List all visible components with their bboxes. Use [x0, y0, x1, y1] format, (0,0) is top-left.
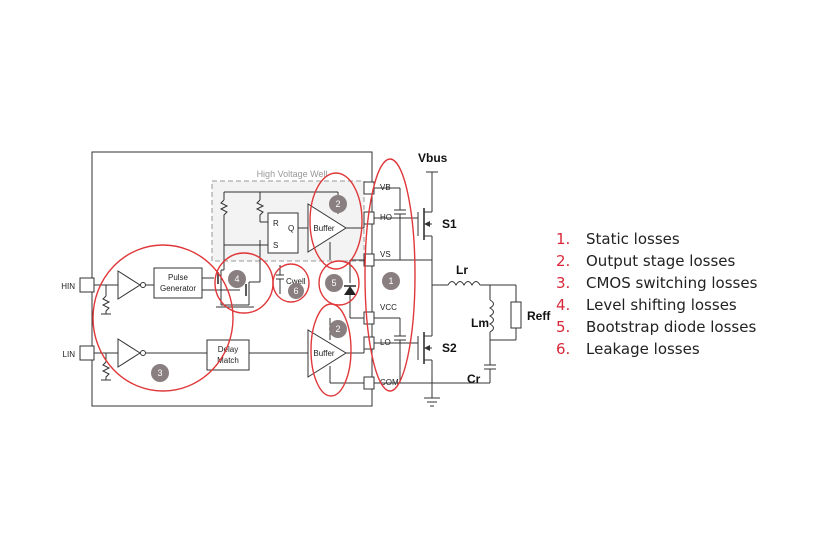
legend-text: Output stage losses [586, 252, 736, 270]
legend-text: Static losses [586, 230, 680, 248]
legend-item-cmos-switching: 3. CMOS switching losses [556, 272, 826, 294]
legend-item-bootstrap-diode: 5. Bootstrap diode losses [556, 316, 826, 338]
reff-resistor [510, 301, 522, 329]
vs-label: VS [380, 250, 391, 259]
svg-text:2: 2 [335, 199, 340, 209]
s2-label: S2 [442, 341, 457, 355]
loss-legend: 1. Static losses 2. Output stage losses 3.… [556, 228, 826, 360]
delay-match-line1: Delay [218, 345, 238, 354]
legend-number: 2. [556, 252, 571, 270]
svg-text:3: 3 [157, 368, 162, 378]
badge-bootstrap-diode: 5 [325, 274, 343, 292]
high-side-buffer [307, 203, 347, 253]
svg-text:6: 6 [293, 286, 298, 296]
reff-label: Reff [527, 309, 551, 323]
badge-output-high: 2 [329, 195, 347, 213]
well-label: High Voltage Well [257, 169, 328, 179]
legend-text: Level shifting losses [586, 296, 737, 314]
pulse-generator-line1: Pulse [168, 273, 189, 282]
low-side-buffer [307, 329, 347, 378]
legend-number: 5. [556, 318, 571, 336]
vbus-label: Vbus [418, 151, 448, 165]
static-loss-ring [364, 158, 416, 392]
badge-cmos-switching: 3 [151, 364, 169, 382]
well-resistor-1 [219, 199, 229, 254]
latch-r: R [273, 219, 279, 228]
legend-text: Leakage losses [586, 340, 700, 358]
lin-pin [79, 345, 95, 361]
lin-schmitt-trigger [117, 338, 141, 368]
svg-text:4: 4 [234, 274, 239, 284]
legend-number: 4. [556, 296, 571, 314]
lin-pulldown-resistor [101, 361, 111, 380]
bootstrap-diode [344, 286, 356, 295]
lm-inductor [488, 299, 494, 333]
badge-level-shifting: 4 [228, 270, 246, 288]
legend-text: CMOS switching losses [586, 274, 758, 292]
high-side-buffer-label: Buffer [313, 224, 335, 233]
legend-number: 3. [556, 274, 571, 292]
hin-pin [79, 277, 95, 293]
bootstrap-diode-loss-ring [318, 260, 360, 306]
leakage-loss-ring [272, 263, 310, 303]
badge-static: 1 [382, 272, 400, 290]
vcc-label: VCC [380, 303, 397, 312]
vcc-pin [363, 311, 375, 325]
legend-text: Bootstrap diode losses [586, 318, 757, 336]
cmos-switching-loss-ring [92, 244, 234, 392]
hin-schmitt-trigger [117, 270, 141, 300]
latch-q: Q [288, 224, 294, 233]
low-side-buffer-label: Buffer [313, 349, 335, 358]
hin-label: HIN [61, 282, 75, 291]
delay-match-line2: Match [217, 356, 239, 365]
well-resistor-2 [255, 199, 265, 222]
badge-output-low: 2 [329, 320, 347, 338]
rs-latch [267, 212, 299, 254]
pulse-generator [153, 267, 203, 299]
cwell-label: Cwell [286, 277, 306, 286]
legend-number: 6. [556, 340, 571, 358]
lr-label: Lr [456, 263, 468, 277]
legend-item-level-shifting: 4. Level shifting losses [556, 294, 826, 316]
com-pin [363, 376, 375, 390]
lin-label: LIN [63, 350, 76, 359]
legend-item-leakage: 6. Leakage losses [556, 338, 826, 360]
lm-label: Lm [471, 316, 489, 330]
legend-item-static: 1. Static losses [556, 228, 826, 250]
cr-label: Cr [467, 372, 481, 386]
legend-number: 1. [556, 230, 571, 248]
output-stage-loss-ring-high [309, 172, 363, 270]
latch-s: S [273, 241, 278, 250]
lr-inductor [447, 281, 481, 287]
svg-text:2: 2 [335, 324, 340, 334]
svg-text:5: 5 [331, 278, 336, 288]
pulse-generator-line2: Generator [160, 284, 196, 293]
svg-text:1: 1 [388, 276, 393, 286]
hin-pulldown-resistor [101, 295, 111, 314]
badge-leakage: 6 [288, 283, 304, 299]
s1-label: S1 [442, 217, 457, 231]
legend-item-output-stage: 2. Output stage losses [556, 250, 826, 272]
